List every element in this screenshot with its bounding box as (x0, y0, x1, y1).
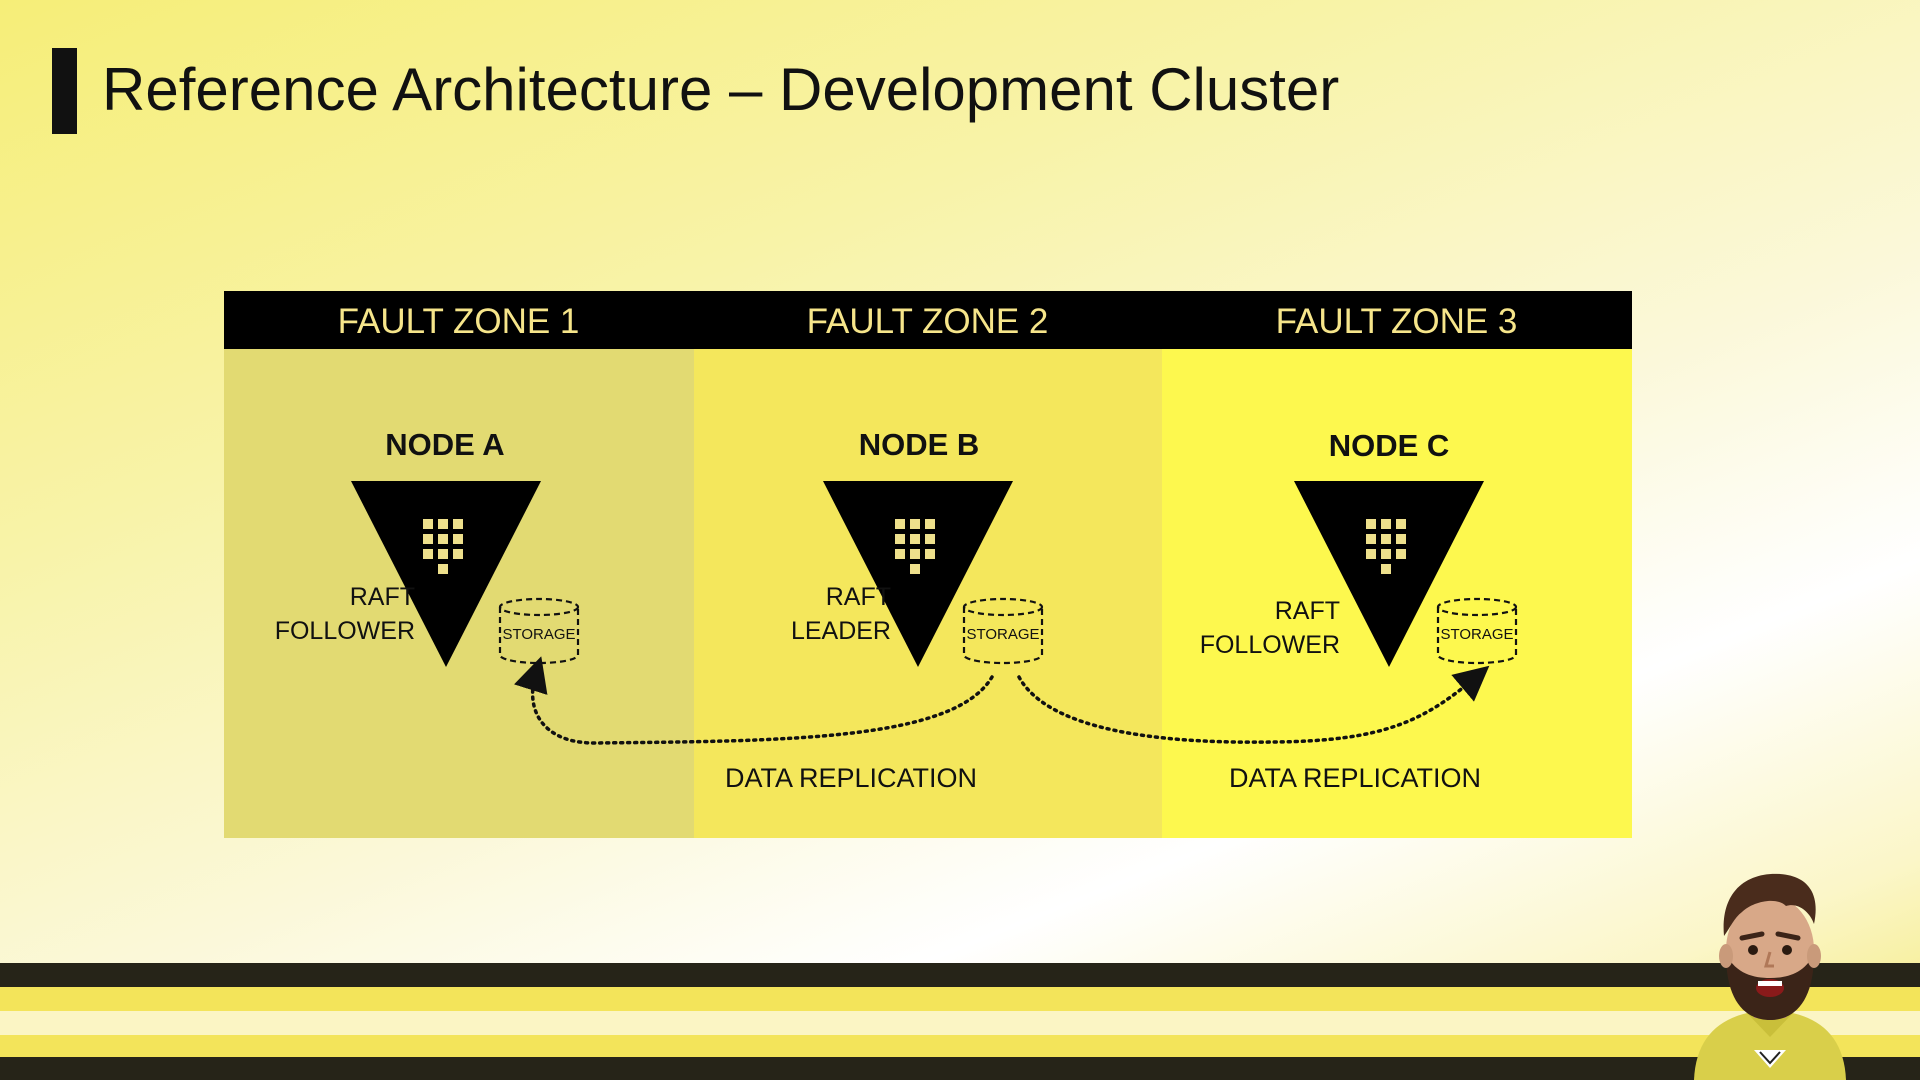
node-a-role-line2: FOLLOWER (274, 617, 415, 645)
replication-arrow-b-to-a (514, 656, 994, 745)
node-c-role-line2: FOLLOWER (1199, 631, 1340, 659)
replication-label-1: DATA REPLICATION (725, 763, 978, 793)
node-a-storage-label: STORAGE (502, 626, 576, 643)
node-a-storage: STORAGE (498, 597, 580, 665)
node-b-role-line1: RAFT (825, 583, 891, 611)
fault-zone-1-title: FAULT ZONE 1 (337, 302, 580, 341)
node-c-role: RAFT FOLLOWER (1184, 594, 1340, 662)
page-title: Reference Architecture – Development Clu… (102, 56, 1340, 123)
replication-label-2: DATA REPLICATION (1229, 763, 1482, 793)
fault-zone-2-title: FAULT ZONE 2 (806, 302, 1049, 341)
footer-stripe-yellow-2 (0, 1035, 1920, 1057)
replication-arrows (514, 656, 1490, 745)
footer-stripe-dark-1 (0, 963, 1920, 987)
vault-icon (823, 481, 1013, 667)
node-a-label: NODE A (385, 427, 505, 462)
footer-stripe-dark-2 (0, 1057, 1920, 1080)
footer-stripe-yellow (0, 987, 1920, 1011)
presenter-avatar (1694, 873, 1846, 1080)
storage-cylinder-icon (962, 597, 1044, 665)
footer-stripe-light (0, 1011, 1920, 1035)
node-b-storage: STORAGE (962, 597, 1044, 665)
title-accent-bar (52, 48, 77, 134)
vault-icon (351, 481, 541, 667)
architecture-diagram: FAULT ZONE 1 FAULT ZONE 2 FAULT ZONE 3 N… (224, 291, 1632, 838)
storage-cylinder-icon (498, 597, 580, 665)
vault-icon (1294, 481, 1484, 667)
node-b-role-line2: LEADER (790, 617, 891, 645)
fault-zone-3-title: FAULT ZONE 3 (1275, 302, 1518, 341)
node-c-role-line1: RAFT (1274, 597, 1340, 625)
node-b-storage-label: STORAGE (966, 626, 1040, 643)
node-c-storage: STORAGE (1436, 597, 1518, 665)
node-a-role: RAFT FOLLOWER (260, 580, 415, 648)
node-c-label: NODE C (1328, 428, 1450, 463)
fault-zone-header: FAULT ZONE 1 FAULT ZONE 2 FAULT ZONE 3 (224, 291, 1632, 349)
node-c-storage-label: STORAGE (1440, 626, 1514, 643)
node-b-role: RAFT LEADER (739, 580, 891, 648)
storage-cylinder-icon (1436, 597, 1518, 665)
node-b-label: NODE B (858, 427, 980, 462)
replication-arrow-b-to-c (1017, 665, 1490, 744)
node-a-role-line1: RAFT (349, 583, 415, 611)
